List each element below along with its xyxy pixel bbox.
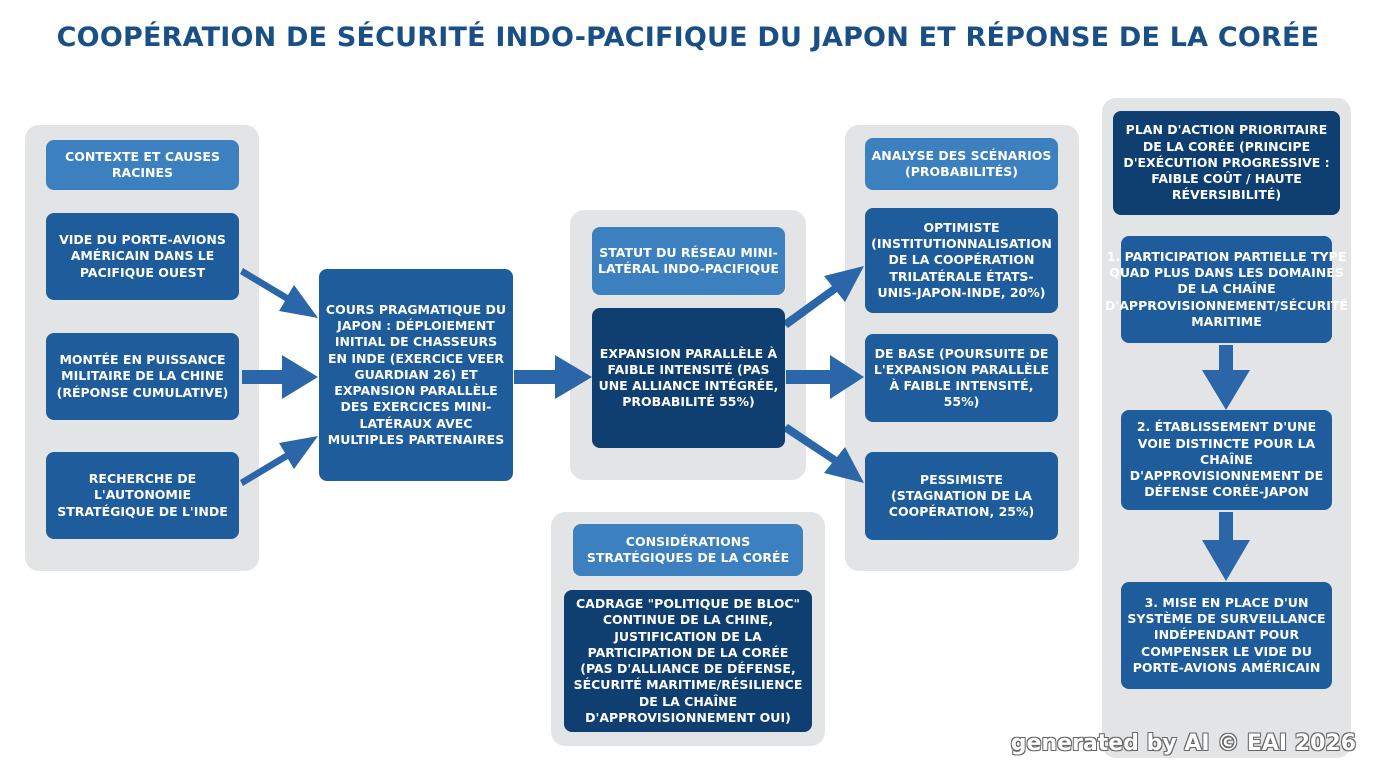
scenario-optimiste: OPTIMISTE (INSTITUTIONNALISATION DE LA C…: [865, 208, 1058, 313]
scenario-pessimiste: PESSIMISTE (STAGNATION DE LA COOPÉRATION…: [865, 452, 1058, 540]
arrow-network-to-base: [786, 355, 864, 399]
arrow-network-to-pessimiste: [782, 424, 864, 483]
arrow-context1-to-course: [240, 268, 318, 318]
korea-considerations-header: CONSIDÉRATIONS STRATÉGIQUES DE LA CORÉE: [573, 524, 803, 576]
arrow-network-to-optimiste: [782, 266, 864, 328]
arrow-step1-to-step2: [1202, 345, 1250, 410]
scenario-base: DE BASE (POURSUITE DE L'EXPANSION PARALL…: [865, 334, 1058, 422]
arrow-context2-to-course: [242, 355, 318, 399]
japan-course-box: COURS PRAGMATIQUE DU JAPON : DÉPLOIEMENT…: [319, 269, 513, 481]
context-header: CONTEXTE ET CAUSES RACINES: [46, 140, 239, 190]
network-status-box: EXPANSION PARALLÈLE À FAIBLE INTENSITÉ (…: [592, 308, 785, 448]
context-item-us-carrier-gap: VIDE DU PORTE-AVIONS AMÉRICAIN DANS LE P…: [46, 213, 239, 300]
arrow-context3-to-course: [240, 436, 318, 486]
context-item-china-military: MONTÉE EN PUISSANCE MILITAIRE DE LA CHIN…: [46, 333, 239, 420]
watermark: generated by AI © EAI 2026: [1010, 731, 1356, 756]
network-header: STATUT DU RÉSEAU MINI-LATÉRAL INDO-PACIF…: [592, 227, 785, 295]
arrow-step2-to-step3: [1202, 512, 1250, 581]
action-plan-header: PLAN D'ACTION PRIORITAIRE DE LA CORÉE (P…: [1113, 111, 1340, 215]
context-item-india-autonomy: RECHERCHE DE L'AUTONOMIE STRATÉGIQUE DE …: [46, 452, 239, 539]
diagram-title: COOPÉRATION DE SÉCURITÉ INDO-PACIFIQUE D…: [56, 22, 1320, 53]
action-step-1: 1. PARTICIPATION PARTIELLE TYPE QUAD PLU…: [1105, 236, 1348, 343]
action-step-2: 2. ÉTABLISSEMENT D'UNE VOIE DISTINCTE PO…: [1121, 410, 1332, 510]
action-step-3: 3. MISE EN PLACE D'UN SYSTÈME DE SURVEIL…: [1121, 582, 1332, 689]
arrow-course-to-network: [514, 355, 592, 399]
korea-considerations-text: CADRAGE "POLITIQUE DE BLOC" CONTINUE DE …: [564, 590, 812, 732]
scenarios-header: ANALYSE DES SCÉNARIOS (PROBABILITÉS): [865, 138, 1058, 190]
